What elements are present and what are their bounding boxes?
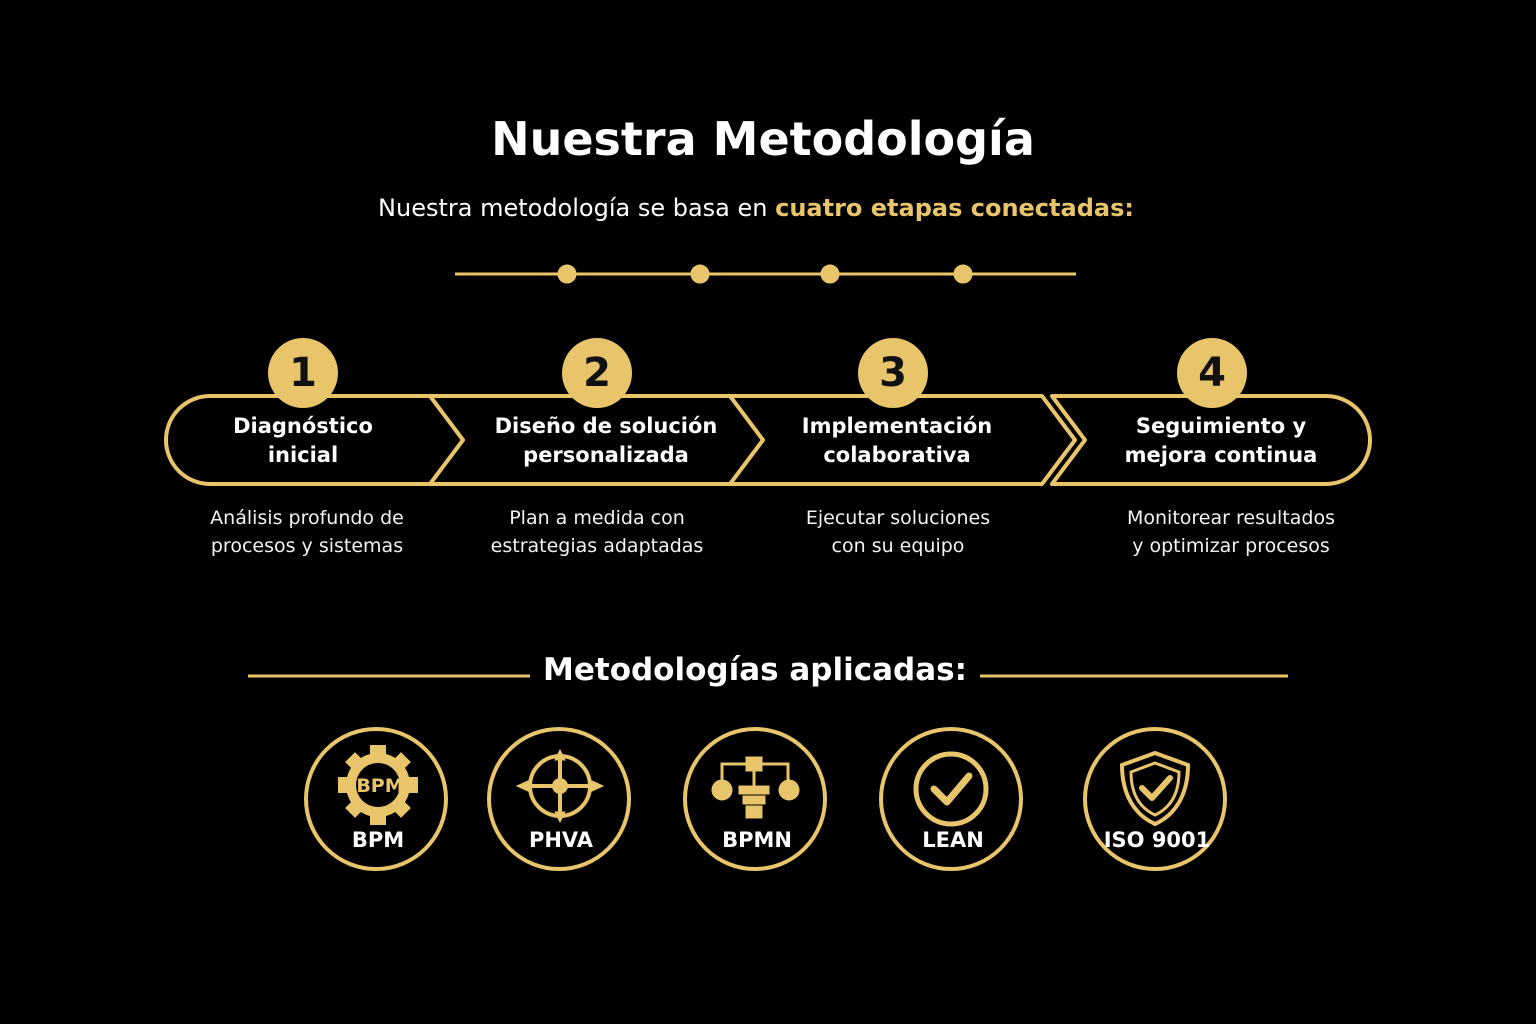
check-circle-icon	[913, 751, 989, 827]
method-label: PHVA	[528, 828, 594, 852]
timeline-connector	[455, 264, 1076, 284]
step-1-chevron	[164, 394, 465, 486]
flow-diagram-icon	[711, 756, 800, 819]
subtitle-highlight: cuatro etapas conectadas:	[775, 194, 1134, 222]
step-3-chevron	[730, 394, 1077, 486]
step-description: Ejecutar soluciones con su equipo	[748, 504, 1048, 560]
step-title-line: Diagnóstico	[233, 414, 373, 438]
method-label: LEAN	[922, 828, 984, 852]
timeline-dot	[690, 264, 710, 284]
method-badge-ring	[304, 727, 448, 871]
page-title: Nuestra Metodología	[491, 112, 1035, 166]
step-4-chevron	[1050, 394, 1372, 486]
step-number-badge: 2	[562, 338, 632, 408]
crosshair-cycle-icon	[515, 748, 605, 824]
step-desc-line: Ejecutar soluciones	[805, 507, 991, 529]
step-desc-line: Monitorear resultados	[1127, 507, 1335, 529]
step-2-chevron	[430, 394, 765, 486]
subtitle-prefix: Nuestra metodología se basa en	[378, 194, 776, 222]
timeline-dot	[820, 264, 840, 284]
step-number-badge: 3	[858, 338, 928, 408]
methods-heading: Metodologías aplicadas:	[543, 652, 967, 688]
method-badge-ring	[487, 727, 631, 871]
method-label: BPM	[351, 828, 405, 852]
step-title-line: personalizada	[523, 443, 689, 467]
step-title-line: Seguimiento y	[1135, 414, 1307, 438]
timeline-dot	[953, 264, 973, 284]
step-desc-line: procesos y sistemas	[210, 535, 404, 557]
step-title-line: mejora continua	[1124, 443, 1318, 467]
subtitle: Nuestra metodología se basa en cuatro et…	[0, 194, 1512, 222]
gear-icon: BPM	[338, 745, 418, 825]
method-label: ISO 9001	[1103, 828, 1211, 852]
step-description: Plan a medida con estrategias adaptadas	[447, 504, 747, 560]
step-number-badge: 4	[1177, 338, 1247, 408]
timeline-dot	[557, 264, 577, 284]
step-desc-line: y optimizar procesos	[1132, 535, 1330, 557]
step-desc-line: Análisis profundo de	[210, 507, 404, 529]
step-title: Implementación colaborativa	[757, 412, 1037, 470]
step-title-line: colaborativa	[823, 443, 971, 467]
step-desc-line: Plan a medida con	[509, 507, 685, 529]
method-badge-ring	[879, 727, 1023, 871]
step-title: Diagnóstico inicial	[163, 412, 443, 470]
step-title-line: Diseño de solución	[494, 414, 718, 438]
step-description: Análisis profundo de procesos y sistemas	[157, 504, 457, 560]
method-badge-ring	[683, 727, 827, 871]
svg-text:BPM: BPM	[356, 775, 403, 797]
method-badge-ring	[1083, 727, 1227, 871]
step-number-badge: 1	[268, 338, 338, 408]
step-desc-line: con su equipo	[831, 535, 965, 557]
step-title-line: inicial	[267, 443, 339, 467]
method-label: BPMN	[722, 828, 792, 852]
step-title: Diseño de solución personalizada	[466, 412, 746, 470]
step-title-line: Implementación	[801, 414, 993, 438]
step-description: Monitorear resultados y optimizar proceso…	[1081, 504, 1381, 560]
step-title: Seguimiento y mejora continua	[1081, 412, 1361, 470]
shield-check-icon	[1119, 750, 1191, 827]
step-desc-line: estrategias adaptadas	[490, 535, 704, 557]
